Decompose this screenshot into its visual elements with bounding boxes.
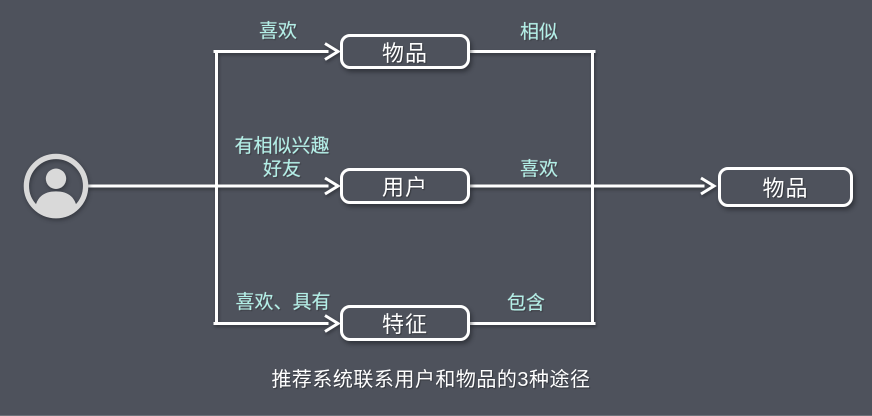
edge-label-similar: 相似 <box>519 22 558 43</box>
edge-label-like-have: 喜欢、具有 <box>235 292 331 313</box>
node-item-right-label: 物品 <box>762 176 809 201</box>
avatar-shoulders <box>34 191 78 214</box>
node-item-right: 物品 <box>718 167 853 207</box>
edge-label-contain: 包含 <box>506 293 545 314</box>
edge-label-like-top: 喜欢 <box>258 21 297 42</box>
node-user: 用户 <box>340 168 470 204</box>
user-avatar-icon <box>23 153 89 219</box>
arrowhead-item-top <box>324 42 341 61</box>
node-item-top-label: 物品 <box>381 40 428 66</box>
arrowhead-item-right <box>700 176 717 196</box>
avatar-head <box>45 168 67 189</box>
node-item-top: 物品 <box>340 34 470 69</box>
node-feature-label: 特征 <box>381 312 428 337</box>
edge-label-similar-interest-line2: 好友 <box>262 159 301 180</box>
edge-label-like-mid: 喜欢 <box>519 159 558 180</box>
edge-label-similar-interest-friends: 有相似兴趣 好友 <box>202 135 362 181</box>
arrowhead-user <box>324 176 341 196</box>
node-feature: 特征 <box>340 305 470 341</box>
avatar-ring <box>23 153 89 219</box>
node-user-label: 用户 <box>381 175 428 200</box>
diagram-caption: 推荐系统联系用户和物品的3种途径 <box>271 369 591 391</box>
edge-label-similar-interest-line1: 有相似兴趣 <box>234 136 330 157</box>
arrowhead-feature <box>324 314 341 333</box>
